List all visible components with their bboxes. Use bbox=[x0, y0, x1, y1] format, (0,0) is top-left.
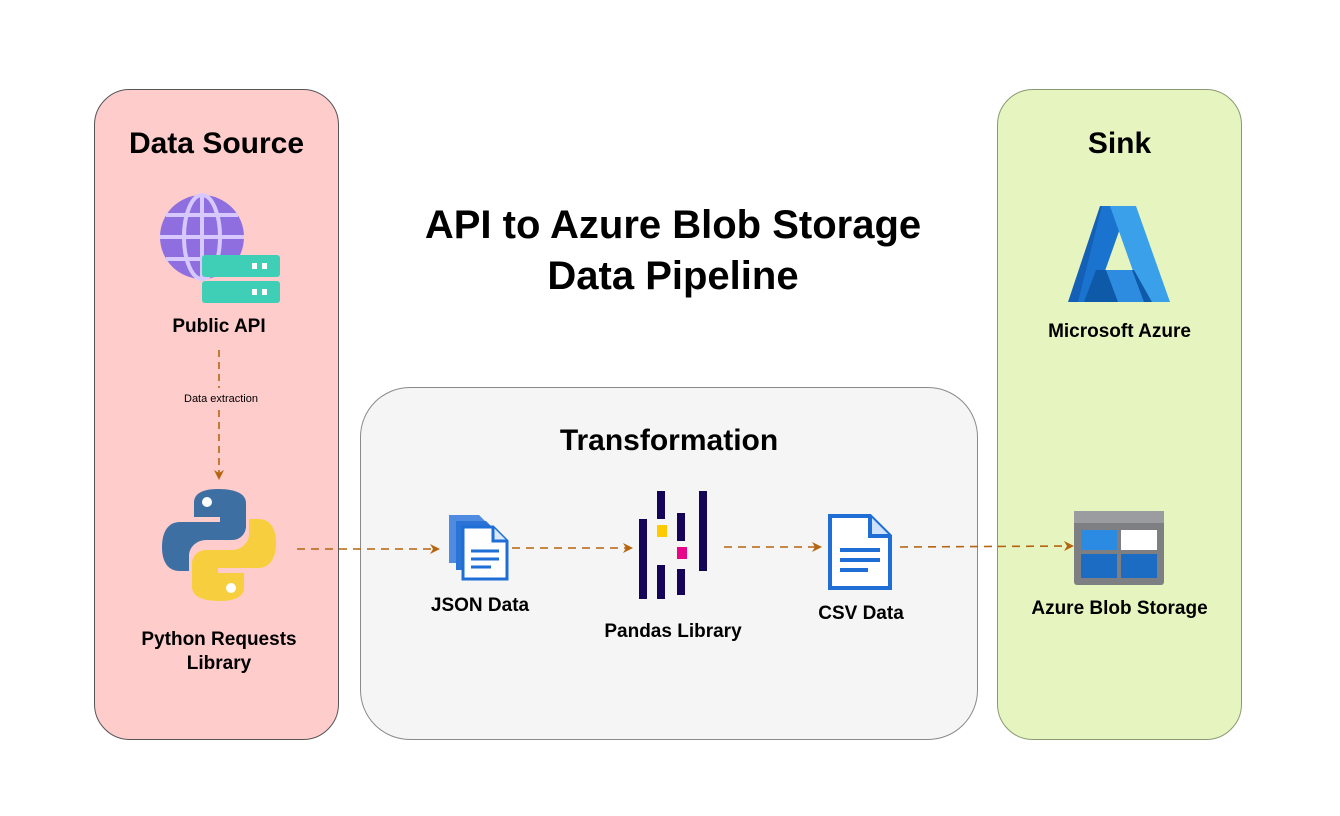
blob-storage-icon bbox=[1074, 511, 1164, 585]
public-api-label: Public API bbox=[172, 316, 266, 337]
globe-server-icon bbox=[160, 193, 280, 303]
sink-title: Sink bbox=[1087, 127, 1152, 160]
document-icon bbox=[828, 514, 892, 590]
python-logo-icon bbox=[162, 489, 276, 601]
python-requests-label-line1: Python Requests bbox=[141, 629, 297, 650]
data-source-title: Data Source bbox=[128, 127, 305, 160]
azure-logo-icon bbox=[1068, 206, 1170, 302]
edge-csv-to-blob bbox=[899, 541, 1074, 552]
azure-blob-storage-label: Azure Blob Storage bbox=[1031, 598, 1208, 619]
pandas-logo-icon bbox=[639, 491, 707, 599]
csv-data-label: CSV Data bbox=[818, 603, 904, 624]
diagram-title-line2: Data Pipeline bbox=[547, 254, 799, 298]
data-extraction-label: Data extraction bbox=[178, 393, 264, 405]
microsoft-azure-label: Microsoft Azure bbox=[1048, 321, 1191, 342]
python-requests-label: Python Requests Library bbox=[114, 628, 324, 676]
data-source-panel bbox=[94, 89, 339, 740]
transformation-title: Transformation bbox=[559, 424, 779, 457]
diagram-title: API to Azure Blob Storage Data Pipeline bbox=[373, 200, 973, 302]
sink-panel bbox=[997, 89, 1242, 740]
document-stack-icon bbox=[449, 515, 509, 581]
python-requests-label-line2: Library bbox=[186, 653, 252, 674]
pandas-library-label: Pandas Library bbox=[604, 621, 742, 642]
json-data-label: JSON Data bbox=[430, 595, 530, 616]
diagram-title-line1: API to Azure Blob Storage bbox=[424, 203, 922, 247]
